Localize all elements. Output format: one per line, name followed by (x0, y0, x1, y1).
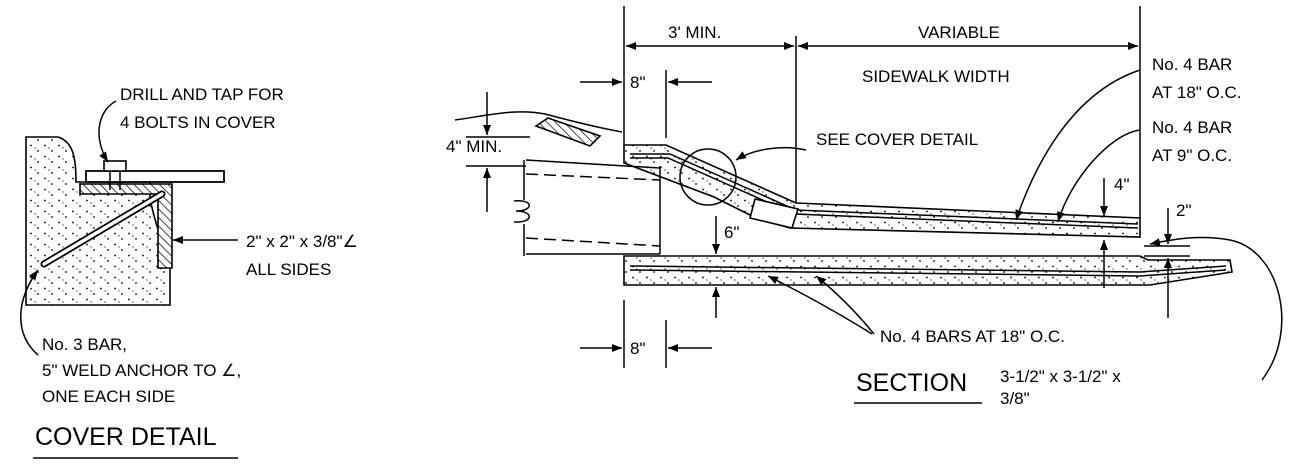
see-cover-note: SEE COVER DETAIL (816, 130, 978, 149)
dim-4-label: 4" (1114, 175, 1130, 194)
leader-see-cover (735, 146, 807, 161)
leader-drill (98, 100, 117, 163)
bar-note-line1: No. 3 BAR, (42, 335, 127, 354)
bars-bottom-note: No. 4 BARS AT 18" O.C. (880, 327, 1065, 346)
dim-variable-label: VARIABLE (918, 23, 1000, 42)
angle-section-line1: 3-1/2" x 3-1/2" x (1000, 367, 1121, 386)
bar-note-line3: ONE EACH SIDE (42, 387, 175, 406)
leader-bars-bottom-2 (815, 275, 875, 335)
see-cover-circle (679, 148, 737, 206)
dim-3min-label: 3' MIN. (668, 23, 721, 42)
leader-bars-bottom-1 (767, 275, 873, 335)
break-symbol-icon (513, 200, 530, 223)
section-cover-plate (749, 198, 800, 229)
top-slab (623, 144, 1141, 238)
bottom-slab-rebar (629, 265, 1227, 273)
dim-6-label: 6" (724, 223, 740, 242)
dim-top-8-label: 8" (630, 73, 646, 92)
leader-bar (20, 269, 39, 356)
cover-plate (85, 170, 225, 183)
angle-section-line2: 3/8" (1000, 389, 1030, 408)
section-title: SECTION (856, 369, 967, 397)
bar9-note-line2: AT 9" O.C. (1152, 146, 1232, 165)
bolt-icon (103, 160, 127, 190)
dim-2-label: 2" (1176, 201, 1192, 220)
drill-note-line2: 4 BOLTS IN COVER (120, 113, 276, 132)
bar18-note-line1: No. 4 BAR (1152, 55, 1232, 74)
section-view: 3' MIN. VARIABLE SIDEWALK WIDTH 8" 4" MI… (446, 6, 1283, 408)
drill-note-line1: DRILL AND TAP FOR (120, 85, 284, 104)
sidewalk-width-label: SIDEWALK WIDTH (862, 67, 1010, 86)
bar9-note-line1: No. 4 BAR (1152, 118, 1232, 137)
cover-concrete-wall (25, 136, 171, 306)
angle-note-line1: 2" x 2" x 3/8"∠ (246, 232, 358, 251)
ground-hatch (534, 117, 602, 147)
leader-angle-section (1149, 236, 1283, 381)
top-slab-rebar (630, 153, 1139, 225)
ground-line (454, 111, 623, 133)
angle-note-line2: ALL SIDES (246, 260, 331, 279)
cover-detail-title: COVER DETAIL (35, 423, 217, 451)
dim-bottom-8-label: 8" (630, 339, 646, 358)
bar-note-line2: 5" WELD ANCHOR TO ∠, (42, 361, 241, 380)
leader-bar18 (1015, 69, 1141, 221)
dim-4min-label: 4" MIN. (446, 137, 502, 156)
cover-detail: DRILL AND TAP FOR 4 BOLTS IN COVER 2" x … (20, 85, 358, 459)
leader-bar9 (1056, 129, 1141, 223)
pipe (513, 159, 661, 256)
bar18-note-line2: AT 18" O.C. (1152, 83, 1242, 102)
